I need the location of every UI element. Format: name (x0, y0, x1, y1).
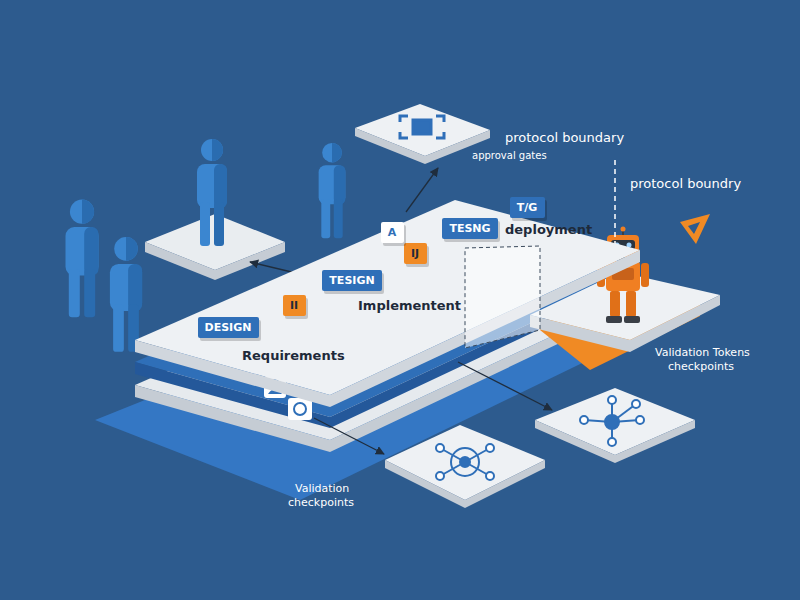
phase-text: DESIGN (205, 321, 252, 334)
phase-box: DESIGN (198, 317, 259, 338)
phase-text: A (388, 226, 397, 239)
annotation-label: Validation Tokens (655, 346, 750, 359)
stage-label: Implementent (358, 298, 461, 313)
phase-box: T/G (510, 197, 545, 218)
annotation-label: approval gates (472, 150, 547, 161)
phase-box: II (283, 295, 306, 316)
stage-label: Requirements (242, 348, 345, 363)
phase-box: A (381, 222, 404, 243)
annotation-label: checkpoints (288, 496, 354, 509)
phase-text: TESNG (449, 222, 490, 235)
phase-box: IJ (404, 243, 427, 264)
annotation-label: protocol boundary (505, 130, 624, 145)
annotation-label: Validation (295, 482, 349, 495)
phase-text: TESIGN (329, 274, 374, 287)
phase-text: T/G (517, 201, 538, 214)
phase-box: TESNG (442, 218, 498, 239)
stage-label: deployment (505, 222, 592, 237)
annotation-label: checkpoints (668, 360, 734, 373)
pipeline-slab: Requirements Implementent deploymentDESIGN… (135, 190, 645, 420)
annotation-label: protocol boundry (630, 176, 741, 191)
phase-text: IJ (411, 247, 419, 260)
phase-box: TESIGN (322, 270, 382, 291)
phase-text: II (290, 299, 298, 312)
